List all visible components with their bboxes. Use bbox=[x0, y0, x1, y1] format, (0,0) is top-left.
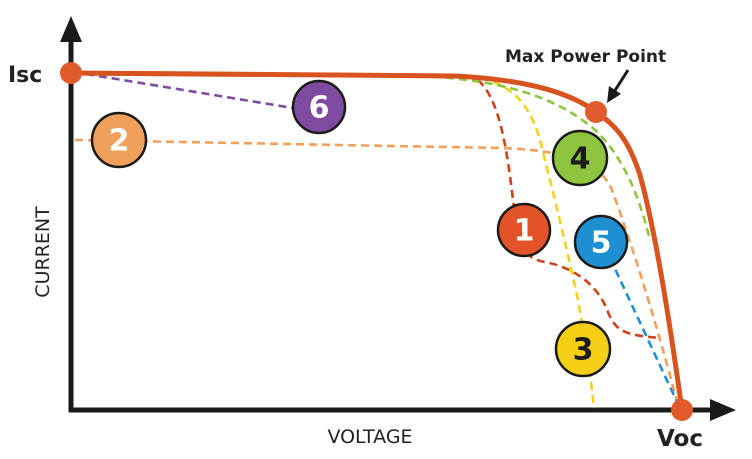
badge-2: 2 bbox=[90, 111, 148, 169]
x-axis-arrowhead bbox=[710, 399, 736, 421]
curve-2-line bbox=[74, 138, 680, 406]
y-axis-arrowhead bbox=[60, 16, 82, 42]
curve-1-line bbox=[477, 79, 661, 340]
badge-4: 4 bbox=[551, 129, 609, 187]
badge-5-label: 5 bbox=[591, 226, 612, 261]
main-iv-curve bbox=[68, 70, 685, 413]
badge-6-label: 6 bbox=[309, 91, 330, 126]
mpp-pointer-arrow bbox=[607, 69, 630, 103]
axes bbox=[60, 16, 736, 421]
curve-5-line bbox=[608, 257, 680, 405]
voc-label: Voc bbox=[657, 426, 703, 452]
curve-4-line bbox=[419, 74, 652, 241]
badge-3: 3 bbox=[554, 320, 612, 378]
voc-point bbox=[671, 399, 693, 421]
badge-2-label: 2 bbox=[109, 124, 130, 159]
max-power-point-label: Max Power Point bbox=[505, 47, 666, 67]
isc-label: Isc bbox=[8, 63, 42, 88]
y-axis-title: CURRENT bbox=[32, 206, 54, 298]
badge-4-label: 4 bbox=[570, 142, 591, 177]
badge-1: 1 bbox=[496, 202, 552, 258]
badge-5: 5 bbox=[573, 214, 629, 270]
isc-point bbox=[60, 62, 82, 84]
curve-6-line bbox=[85, 72, 306, 112]
badge-3-label: 3 bbox=[573, 333, 594, 368]
x-axis-title: VOLTAGE bbox=[327, 426, 412, 448]
badge-6: 6 bbox=[291, 79, 347, 135]
max-power-point bbox=[585, 101, 607, 123]
badge-1-label: 1 bbox=[514, 214, 535, 249]
